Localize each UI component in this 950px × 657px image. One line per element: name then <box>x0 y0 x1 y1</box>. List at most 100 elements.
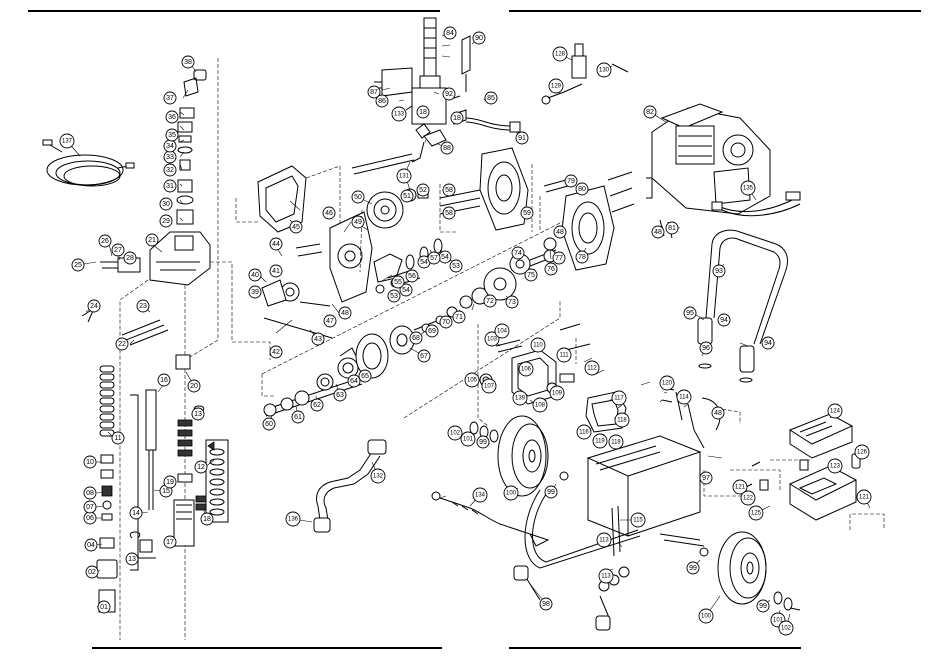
callout-bubbles: 0102040607081011121313141516171819202122… <box>59 26 872 636</box>
engine-wiring <box>711 191 801 217</box>
callout-bubble <box>827 403 843 419</box>
callout-label: 79 <box>567 178 575 185</box>
callout-label: 103 <box>487 337 498 343</box>
callout-label: 98 <box>542 601 550 608</box>
callout-label: 107 <box>484 384 495 390</box>
callout-bubble <box>396 168 412 184</box>
transducer-and-valve-block <box>351 17 521 175</box>
callout-bubble <box>740 180 756 196</box>
callout-bubble <box>163 163 177 177</box>
callout-bubble <box>717 313 731 327</box>
callout-bubble <box>285 511 301 527</box>
callout-bubble <box>552 251 566 265</box>
callout-c126: 126 <box>854 444 870 460</box>
callout-c74: 74 <box>511 246 525 260</box>
callout-label: 64 <box>350 378 358 385</box>
callout-bubble <box>115 337 129 351</box>
callout-bubble <box>163 475 177 489</box>
callout-c54b: 54 <box>438 250 452 264</box>
callout-label: 11 <box>114 435 121 442</box>
pump-head-assembly <box>81 58 232 640</box>
callout-bubble <box>450 111 464 125</box>
callout-c118: 118 <box>614 412 630 428</box>
callout-bubble <box>472 31 486 45</box>
callout-bubble <box>442 206 456 220</box>
callout-label: 48 <box>341 310 349 317</box>
callout-label: 114 <box>679 395 689 401</box>
callout-c51: 51 <box>400 189 414 203</box>
callout-bubble <box>530 337 546 353</box>
callout-c102a: 102 <box>447 425 463 441</box>
callout-label: 101 <box>773 618 784 624</box>
callout-c71: 71 <box>452 310 466 324</box>
callout-c18a: 18 <box>200 512 214 526</box>
callout-label: 44 <box>272 241 280 248</box>
suction-tube-and-strainer <box>313 439 550 547</box>
callout-c64: 64 <box>347 374 361 388</box>
callout-c54a: 54 <box>399 283 413 297</box>
callout-c108: 108 <box>532 397 548 413</box>
callout-label: 121 <box>859 495 870 501</box>
callout-c16: 16 <box>157 373 171 387</box>
callout-c124: 124 <box>827 403 843 419</box>
callout-c10: 10 <box>83 455 97 469</box>
callout-bubble <box>484 331 500 347</box>
callout-bubble <box>494 323 510 339</box>
callout-c102b: 102 <box>778 620 794 636</box>
callout-bubble <box>505 295 519 309</box>
callout-bubble <box>854 444 870 460</box>
callout-bubble <box>659 375 675 391</box>
callout-c120: 120 <box>659 375 675 391</box>
callout-label: 99 <box>689 565 697 572</box>
callout-c01: 01 <box>97 600 111 614</box>
callout-label: 45 <box>292 224 300 231</box>
callout-bubble <box>370 468 386 484</box>
callout-c69: 69 <box>425 324 439 338</box>
callout-c104: 104 <box>494 323 510 339</box>
callout-label: 135 <box>743 186 754 192</box>
callout-c106: 106 <box>518 361 534 377</box>
callout-bubble <box>611 390 627 406</box>
callout-label: 125 <box>751 511 762 517</box>
callout-label: 19 <box>166 479 174 486</box>
callout-bubble <box>187 379 201 393</box>
callout-bubble <box>310 398 324 412</box>
callout-label: 121 <box>735 485 746 491</box>
callout-c119: 119 <box>592 433 608 449</box>
callout-c33: 33 <box>163 150 177 164</box>
callout-bubble <box>163 179 177 193</box>
callout-c125: 125 <box>748 505 764 521</box>
callout-label: 37 <box>166 95 174 102</box>
callout-bubble <box>191 407 205 421</box>
callout-bubble <box>596 532 612 548</box>
callout-label: 48 <box>654 229 662 236</box>
callout-label: 118 <box>611 440 621 446</box>
callout-label: 34 <box>166 143 174 150</box>
callout-bubble <box>447 425 463 441</box>
callout-c36: 36 <box>165 110 179 124</box>
callout-bubble <box>145 233 159 247</box>
callout-bubble <box>87 299 101 313</box>
callout-label: 72 <box>486 298 494 305</box>
callout-label: 69 <box>428 328 436 335</box>
callout-bubble <box>683 306 697 320</box>
callout-label: 119 <box>595 439 605 445</box>
callout-c18b: 18 <box>416 105 430 119</box>
callout-label: 113 <box>599 538 609 544</box>
callout-c112: 112 <box>584 360 600 376</box>
callout-label: 35 <box>168 132 176 139</box>
callout-label: 63 <box>336 392 344 399</box>
callout-c94a: 94 <box>717 313 731 327</box>
callout-c130: 130 <box>596 62 612 78</box>
callout-label: 99 <box>759 603 767 610</box>
callout-label: 108 <box>535 403 546 409</box>
callout-label: 122 <box>743 496 754 502</box>
callout-label: 56 <box>408 273 416 280</box>
callout-bubble <box>761 336 775 350</box>
callout-bubble <box>576 424 592 440</box>
flywheel-housing <box>439 147 533 233</box>
callout-bubble <box>163 91 177 105</box>
callout-bubble <box>552 46 568 62</box>
callout-c122: 122 <box>740 490 756 506</box>
callout-bubble <box>532 397 548 413</box>
